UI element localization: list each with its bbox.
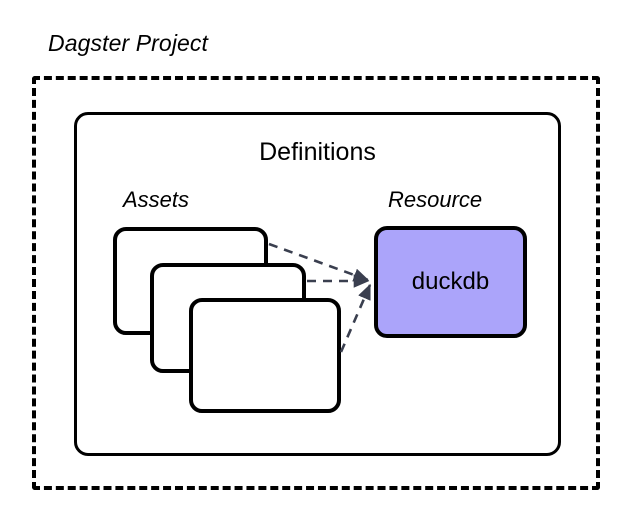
dagster-project-boundary — [32, 76, 600, 490]
duckdb-resource-box[interactable]: duckdb — [374, 226, 527, 338]
duckdb-resource-label: duckdb — [411, 268, 490, 295]
definitions-label: Definitions — [259, 138, 376, 166]
assets-group-label: Assets — [123, 187, 190, 212]
resource-group-label: Resource — [388, 187, 483, 212]
asset-card[interactable] — [189, 298, 341, 413]
project-title-label: Dagster Project — [48, 30, 209, 56]
